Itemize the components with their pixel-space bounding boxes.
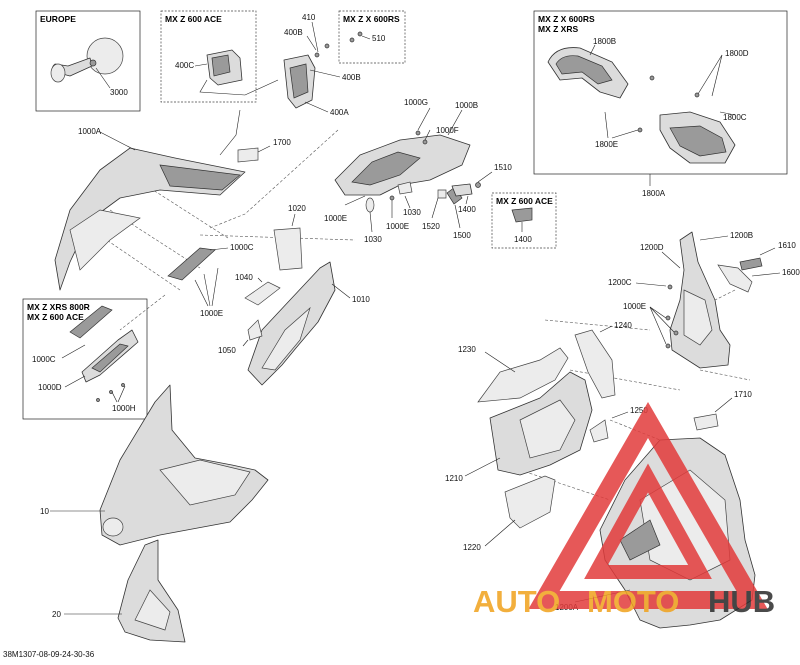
xrs800r-box — [22, 298, 148, 420]
svg-text:1520: 1520 — [422, 222, 440, 231]
part-1710: 1710 — [693, 390, 752, 431]
panel-1020: 1020 — [273, 204, 306, 271]
watermark-word-hub: HUB — [708, 584, 775, 619]
svg-text:1200C: 1200C — [608, 278, 632, 287]
svg-text:1700: 1700 — [273, 138, 291, 147]
bracket-400a: 400B 400A 410 400B 510 — [199, 13, 386, 156]
svg-text:1020: 1020 — [288, 204, 306, 213]
mx600rs-box — [338, 10, 406, 64]
svg-text:1000E: 1000E — [324, 214, 347, 223]
svg-text:10: 10 — [40, 507, 49, 516]
part-1250: 1250 — [589, 406, 648, 443]
watermark-triangle-outer — [528, 402, 768, 609]
svg-text:1200D: 1200D — [640, 243, 664, 252]
europe-box-title: EUROPE — [40, 14, 76, 24]
side-panel-1010: 1010 — [247, 261, 370, 386]
svg-text:1200B: 1200B — [730, 231, 753, 240]
mx600ace-top-box-title: MX Z 600 ACE — [165, 14, 222, 24]
dash-panel-1000a: 1000A 1700 — [54, 127, 291, 291]
svg-text:3000: 3000 — [110, 88, 128, 97]
svg-text:1050: 1050 — [218, 346, 236, 355]
svg-text:1000C: 1000C — [230, 243, 254, 252]
svg-text:1000G: 1000G — [404, 98, 428, 107]
svg-text:1000A: 1000A — [78, 127, 102, 136]
panel-1230: 1230 — [458, 345, 569, 403]
svg-text:1500: 1500 — [453, 231, 471, 240]
svg-text:1800D: 1800D — [725, 49, 749, 58]
panel-1210: 1210 — [445, 371, 593, 483]
part-1040: 1040 — [235, 273, 281, 306]
vent-1000c: 1000C 1000E — [167, 243, 254, 318]
svg-text:1030: 1030 — [403, 208, 421, 217]
svg-text:1250: 1250 — [630, 406, 648, 415]
svg-text:410: 410 — [302, 13, 316, 22]
mx600rs-box-title: MX Z X 600RS — [343, 14, 400, 24]
svg-text:1000E: 1000E — [386, 222, 409, 231]
svg-text:1710: 1710 — [734, 390, 752, 399]
watermark-word-auto: AUTO — [473, 584, 560, 619]
svg-text:1000E: 1000E — [623, 302, 646, 311]
svg-text:1000F: 1000F — [436, 126, 459, 135]
side-panel-1200b: 1200B 1200D 1200C 1600 1610 1000E — [608, 231, 800, 369]
belly-pan-20: 20 — [52, 539, 186, 643]
svg-text:1040: 1040 — [235, 273, 253, 282]
bracket-400c: 400C — [175, 49, 243, 86]
xrs800r-box-title-1: MX Z XRS 800R — [27, 302, 90, 312]
svg-text:1030: 1030 — [364, 235, 382, 244]
svg-text:20: 20 — [52, 610, 61, 619]
handguards-1800: 1800B 1800D 1800C 1800E 1800A — [547, 37, 749, 198]
mx600rs-xrs-box-title-2: MX Z XRS — [538, 24, 578, 34]
svg-text:1600: 1600 — [782, 268, 800, 277]
document-id: 38M1307-08-09-24-30-36 — [3, 650, 95, 659]
svg-text:510: 510 — [372, 34, 386, 43]
svg-text:1610: 1610 — [778, 241, 796, 250]
bracket-1400-ace: 1400 — [511, 207, 533, 244]
svg-text:1000E: 1000E — [200, 309, 223, 318]
mx600rs-xrs-box-title-1: MX Z X 600RS — [538, 14, 595, 24]
svg-text:1800E: 1800E — [595, 140, 618, 149]
svg-text:1510: 1510 — [494, 163, 512, 172]
vent-xrs-1000d: 1000C 1000D 1000H — [32, 305, 139, 413]
svg-text:1000H: 1000H — [112, 404, 136, 413]
part-1050: 1050 — [218, 319, 263, 355]
mirror-3000: 3000 — [50, 37, 128, 97]
svg-text:1800B: 1800B — [593, 37, 616, 46]
svg-text:1210: 1210 — [445, 474, 463, 483]
svg-text:400A: 400A — [330, 108, 349, 117]
svg-text:1000C: 1000C — [32, 355, 56, 364]
mx600rs-xrs-box — [533, 10, 788, 175]
svg-text:1230: 1230 — [458, 345, 476, 354]
panel-1220: 1220 — [463, 475, 556, 552]
svg-text:1800A: 1800A — [642, 189, 666, 198]
svg-text:400B: 400B — [284, 28, 303, 37]
svg-text:1400: 1400 — [514, 235, 532, 244]
svg-text:1000D: 1000D — [38, 383, 62, 392]
svg-text:1240: 1240 — [614, 321, 632, 330]
svg-text:400B: 400B — [342, 73, 361, 82]
hood-10: 10 — [40, 384, 269, 546]
panel-1240: 1240 — [574, 321, 632, 399]
watermark-triangle-inner — [584, 463, 712, 579]
svg-text:1000B: 1000B — [455, 101, 478, 110]
mx600ace-mid-box-title: MX Z 600 ACE — [496, 196, 553, 206]
watermark-word-moto: MOTO — [587, 584, 679, 619]
xrs800r-box-title-2: MX Z 600 ACE — [27, 312, 84, 322]
svg-text:400C: 400C — [175, 61, 194, 70]
automotohub-watermark: AUTO MOTO HUB — [473, 402, 775, 619]
svg-text:1800C: 1800C — [723, 113, 747, 122]
console-1000b: 1000G 1000B 1000F 1030 1030 1000E 1000E … — [324, 98, 512, 244]
svg-text:1010: 1010 — [352, 295, 370, 304]
svg-text:1400: 1400 — [458, 205, 476, 214]
svg-text:1220: 1220 — [463, 543, 481, 552]
